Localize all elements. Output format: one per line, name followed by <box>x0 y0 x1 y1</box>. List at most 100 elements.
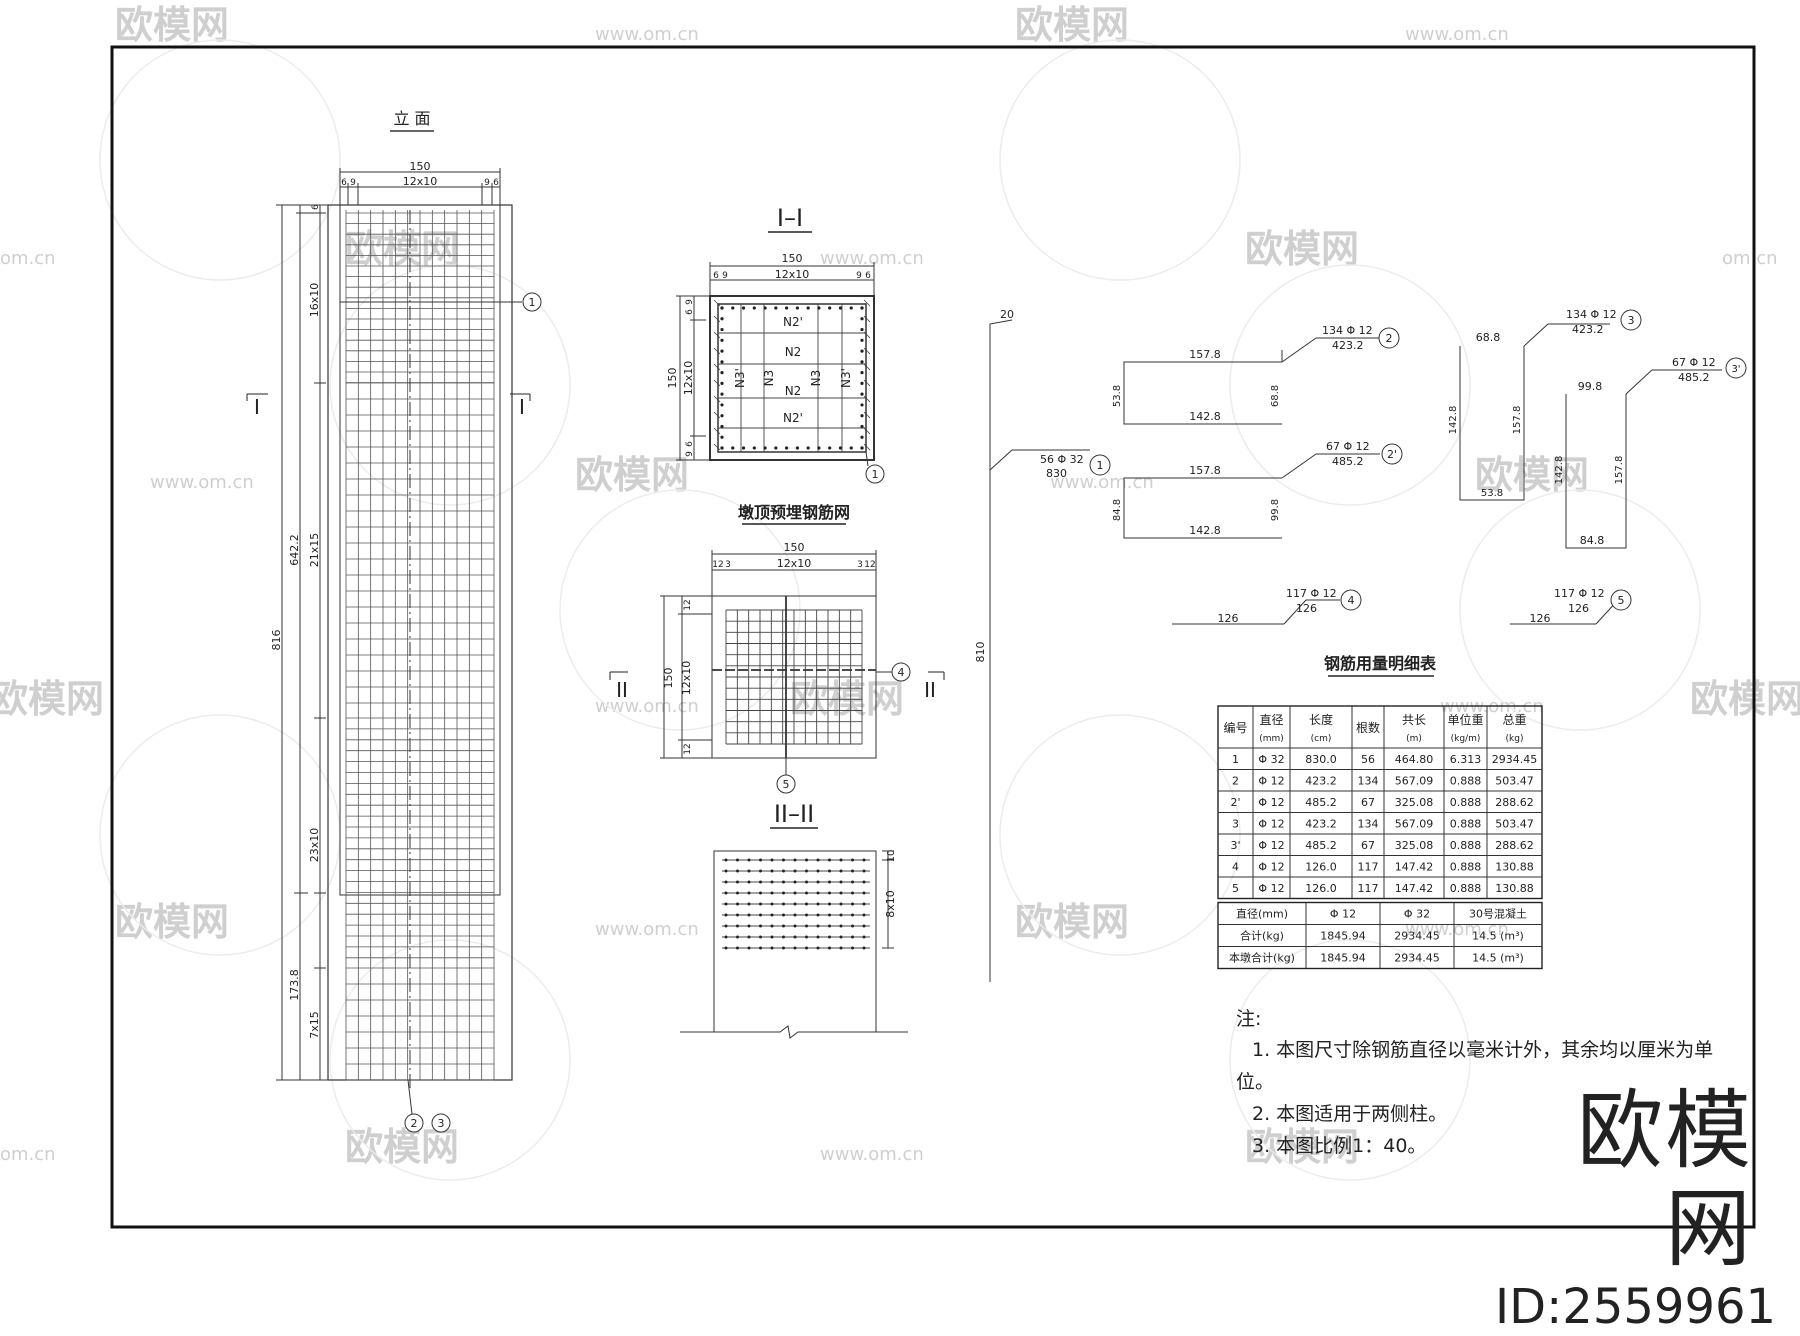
summary-cell: 1845.94 <box>1320 930 1366 943</box>
bar-4-no: 4 <box>1348 594 1355 607</box>
table-header: 编号 <box>1223 720 1247 735</box>
table-cell: 567.09 <box>1395 775 1434 788</box>
drawing-border <box>110 45 1756 1229</box>
bar-4-callout-circle <box>1340 589 1362 611</box>
notes: 注: 1. 本图尺寸除钢筋直径以毫米计外，其余均以厘米为单 位。 2. 本图适用… <box>1236 1008 1713 1157</box>
bar-2p-right: 99.8 <box>1270 499 1281 521</box>
callout-elev-3: 3 <box>438 1117 445 1130</box>
table-cell: 288.62 <box>1495 796 1534 809</box>
watermark-logo: 欧模网 <box>1245 1125 1359 1169</box>
bar-3p-left: 142.8 <box>1554 456 1565 485</box>
table-cell: 0.888 <box>1450 775 1482 788</box>
table-header-unit: (cm) <box>1311 734 1332 744</box>
watermark-url-short: om.cn <box>0 1144 56 1165</box>
table-cell: 56 <box>1361 753 1375 766</box>
table-cell: 3 <box>1232 818 1239 831</box>
table-cell: 2' <box>1230 796 1240 809</box>
s1-label-n3-right: N3 <box>809 370 823 387</box>
note-3: 3. 本图比例1：40。 <box>1252 1135 1426 1157</box>
summary-cell: 直径(mm) <box>1236 907 1288 921</box>
summary-cell: 1845.94 <box>1320 952 1366 965</box>
watermark-logo: 欧模网 <box>1690 677 1800 721</box>
dim-left-seg2: 21x15 <box>308 533 321 568</box>
section-2-view <box>680 850 908 1039</box>
bar-1-length: 830 <box>1046 467 1067 480</box>
section-mark-1-left: I <box>254 395 260 419</box>
mesh-height: 150 <box>662 668 675 689</box>
watermark-logo: 欧模网 <box>0 677 104 721</box>
bar-2p-no: 2' <box>1387 448 1397 461</box>
mesh-edge-l2: 3 <box>725 560 731 570</box>
bar-3p-length: 485.2 <box>1678 371 1710 384</box>
table-cell: 464.80 <box>1395 753 1434 766</box>
mesh-edge-right: 12 <box>864 560 875 570</box>
table-cell: 130.88 <box>1495 861 1534 874</box>
summary-cell: 14.5 (m³) <box>1472 952 1524 965</box>
bar-3-length: 423.2 <box>1572 323 1604 336</box>
bar-1-callout-circle <box>1089 454 1111 476</box>
mesh-view <box>660 550 892 775</box>
elevation-callouts <box>340 292 542 1133</box>
bar-3p-callout-circle <box>1725 357 1747 379</box>
bar-2p-left: 84.8 <box>1112 499 1123 521</box>
section-mark-2-left: II <box>616 678 628 702</box>
brand-id: ID:2559961 <box>1495 1279 1777 1335</box>
summary-cell: 14.5 (m³) <box>1472 930 1524 943</box>
summary-cell: 本墩合计(kg) <box>1229 951 1295 965</box>
mesh-edge-r2: 3 <box>857 560 863 570</box>
note-2: 2. 本图适用于两侧柱。 <box>1252 1103 1447 1125</box>
section-marks-2 <box>609 671 945 680</box>
mesh-title: 墩顶预埋钢筋网 <box>738 503 850 522</box>
summary-cell: Φ 12 <box>1330 908 1356 921</box>
table-cell: 117 <box>1358 882 1379 895</box>
dim-top-inner-right: 9 <box>484 178 490 188</box>
bar-2p-callout-circle <box>1381 443 1403 465</box>
bar-3p-label: 67 Φ 12 <box>1672 356 1716 369</box>
table-cell: 288.62 <box>1495 839 1534 852</box>
bar-2-top: 157.8 <box>1189 348 1221 361</box>
summary-cell: Φ 32 <box>1404 908 1430 921</box>
table-header: 根数 <box>1356 720 1380 735</box>
bar-3-detail <box>1459 323 1610 501</box>
watermark-url-short: om.cn <box>1722 248 1778 269</box>
table-cell: Φ 32 <box>1258 753 1284 766</box>
summary-cell: 2934.45 <box>1394 952 1440 965</box>
bar-2-length: 423.2 <box>1332 339 1364 352</box>
table-cell: 567.09 <box>1395 818 1434 831</box>
table-cell: 830.0 <box>1305 753 1337 766</box>
table-cell: 134 <box>1358 818 1379 831</box>
s1-edge-r2: 6 <box>865 271 871 281</box>
table-cell: 3' <box>1230 839 1240 852</box>
bar-1-height: 810 <box>974 642 987 663</box>
mesh-vedge-top: 12 <box>683 599 693 610</box>
s1-edge-r1: 9 <box>856 271 862 281</box>
section-mark-1-right: I <box>519 395 525 419</box>
bar-5-left: 126 <box>1530 612 1551 625</box>
s1-width: 150 <box>782 252 803 265</box>
section-1-inner-grid <box>713 299 871 452</box>
watermark-url: www.om.cn <box>820 248 924 269</box>
bar-3-top: 68.8 <box>1476 331 1501 344</box>
bar-2p-label: 67 Φ 12 <box>1326 440 1370 453</box>
table-header: 直径 <box>1259 713 1283 727</box>
s1-label-n2p-bottom: N2' <box>783 411 803 425</box>
bar-3-label: 134 Φ 12 <box>1566 308 1617 321</box>
s2-spacing: 8x10 <box>884 890 897 918</box>
table-cell: 0.888 <box>1450 882 1482 895</box>
watermark-url: www.om.cn <box>1405 24 1509 45</box>
table-cell: 485.2 <box>1305 839 1337 852</box>
bar-4-5-detail <box>1172 599 1619 625</box>
bar-3-bottom: 53.8 <box>1481 488 1503 499</box>
bar-3-right: 157.8 <box>1512 406 1523 435</box>
table-cell: 67 <box>1361 839 1375 852</box>
table-cell: 0.888 <box>1450 796 1482 809</box>
table-cell: 1 <box>1232 753 1239 766</box>
mesh-edge-left: 12 <box>712 560 723 570</box>
dim-left-seg3: 23x10 <box>308 828 321 863</box>
elevation-title: 立 面 <box>393 109 430 128</box>
mesh-callout-4-circle <box>891 662 911 682</box>
dim-left-top-edge: 6 <box>311 204 321 210</box>
table-cell: 0.888 <box>1450 861 1482 874</box>
elevation-view: 立 面 <box>276 109 513 1090</box>
bar-2p-detail <box>1123 453 1380 539</box>
